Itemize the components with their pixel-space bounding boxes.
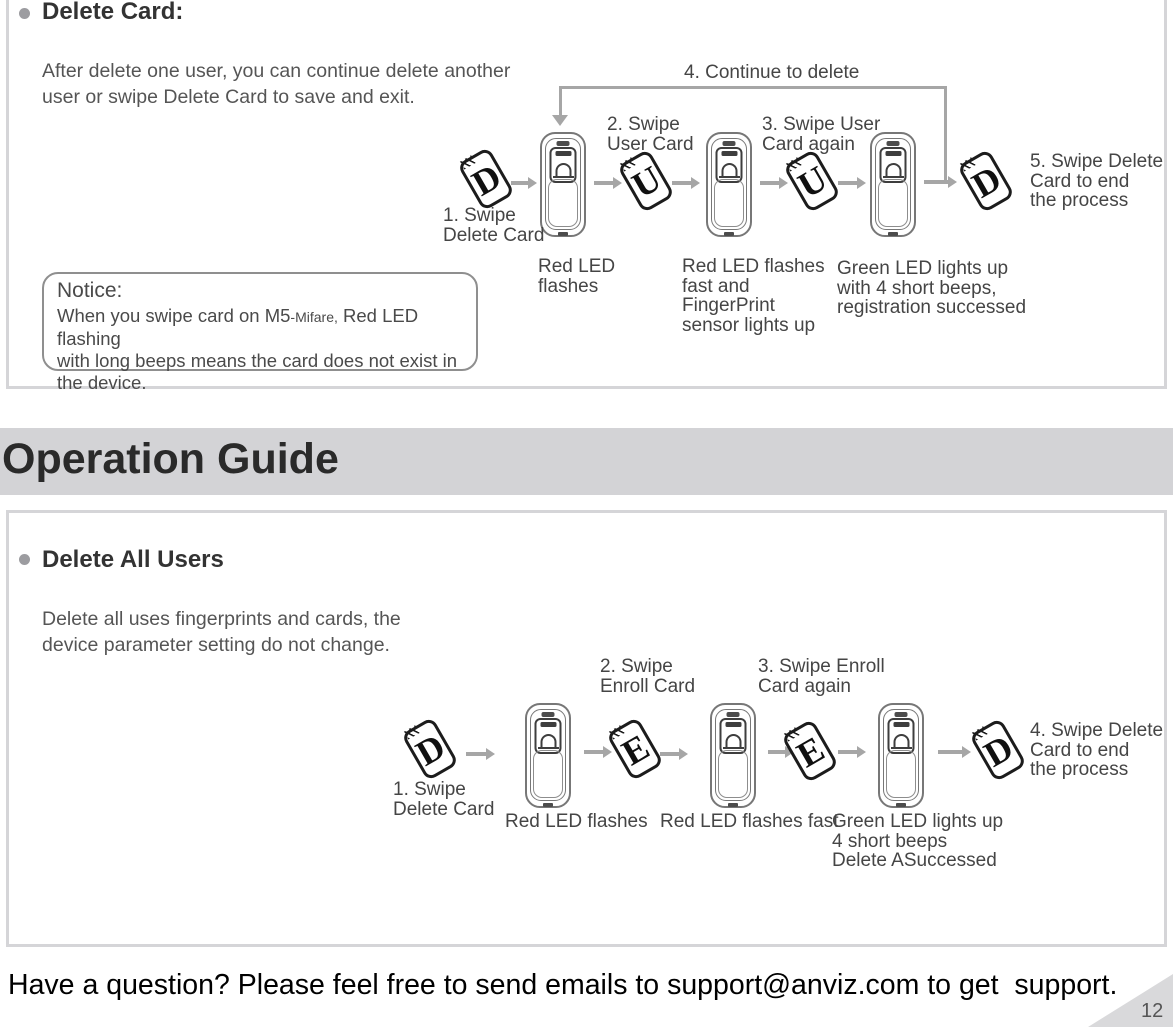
arrow-right-icon <box>584 750 603 754</box>
bullet-icon <box>19 8 30 19</box>
device-led <box>556 141 570 146</box>
fingerprint-sensor-icon <box>879 147 907 183</box>
step5-label: 5. Swipe Delete Card to end the process <box>1030 151 1164 211</box>
arrow-right-icon <box>672 181 691 185</box>
notice-title: Notice: <box>57 279 123 302</box>
notice-body: When you swipe card on M5-Mifare, Red LE… <box>57 305 458 393</box>
arrow-right-icon <box>768 750 785 754</box>
delete-card-description: After delete one user, you can continue … <box>42 60 511 108</box>
delete-all-title: Delete All Users <box>42 546 224 573</box>
step4-continue-label: 4. Continue to delete <box>684 62 860 83</box>
loop-arrow-right-bar <box>944 86 947 181</box>
delete-all-description: Delete all uses fingerprints and cards, … <box>42 608 401 656</box>
bullet-icon <box>19 554 30 565</box>
step3-label: 3. Swipe User Card again <box>762 114 881 155</box>
step2-label: 2. Swipe User Card <box>607 114 694 155</box>
arrow-right-icon <box>938 750 962 754</box>
device-lower-panel <box>548 179 578 227</box>
delete-card-title: Delete Card: <box>42 0 184 25</box>
device-body <box>545 138 581 230</box>
fingerprint-sensor-icon <box>549 147 577 183</box>
page-number: 12 <box>1141 1000 1164 1022</box>
status-red-led-fast: Red LED flashes fast and FingerPrint sen… <box>682 256 825 336</box>
loop-arrow-top-bar <box>559 86 947 89</box>
status-red-led: Red LED flashes <box>538 256 616 297</box>
arrow-right-icon <box>838 181 857 185</box>
arrow-right-icon <box>660 752 679 756</box>
notice-mifare-note: -Mifare, <box>290 309 338 325</box>
notice-box: Notice: When you swipe card on M5-Mifare… <box>42 272 478 393</box>
step4-label: 4. Swipe Delete Card to end the process <box>1030 720 1164 780</box>
status-red-led-fast: Red LED flashes fast <box>660 811 839 832</box>
section-banner: Operation Guide <box>0 428 1173 495</box>
step1-label: 1. Swipe Delete Card <box>393 779 495 820</box>
page-title: Operation Guide <box>2 435 339 483</box>
step2-label: 2. Swipe Enroll Card <box>600 656 696 697</box>
delete-all-section-border <box>6 510 1167 947</box>
status-green-led: Green LED lights up with 4 short beeps, … <box>837 258 1027 318</box>
fingerprint-sensor-icon <box>719 718 747 754</box>
status-green-led: Green LED lights up 4 short beeps Delete… <box>832 811 1004 871</box>
fingerprint-reader-illustration <box>525 703 571 808</box>
fingerprint-sensor-icon <box>534 718 562 754</box>
fingerprint-sensor-icon <box>715 147 743 183</box>
delete-card-section-border <box>6 0 1167 389</box>
arrow-right-icon <box>594 181 613 185</box>
status-red-led: Red LED flashes <box>505 811 648 832</box>
fingerprint-sensor-icon <box>887 718 915 754</box>
arrow-right-icon <box>466 752 486 756</box>
arrow-right-icon <box>760 181 779 185</box>
fingerprint-reader-illustration <box>710 703 756 808</box>
fingerprint-reader-illustration <box>878 703 924 808</box>
device-foot <box>558 232 568 236</box>
fingerprint-reader-illustration <box>540 132 586 237</box>
arrow-right-icon <box>511 181 528 185</box>
support-contact-text: Have a question? Please feel free to sen… <box>8 969 1118 1001</box>
fingerprint-reader-illustration <box>870 132 916 237</box>
loop-arrow-left-bar <box>559 86 562 116</box>
fingerprint-reader-illustration <box>706 132 752 237</box>
arrow-down-icon <box>552 115 568 126</box>
arrow-right-icon <box>924 180 948 184</box>
step1-label: 1. Swipe Delete Card <box>443 205 545 246</box>
arrow-right-icon <box>838 750 857 754</box>
step3-label: 3. Swipe Enroll Card again <box>758 656 885 697</box>
